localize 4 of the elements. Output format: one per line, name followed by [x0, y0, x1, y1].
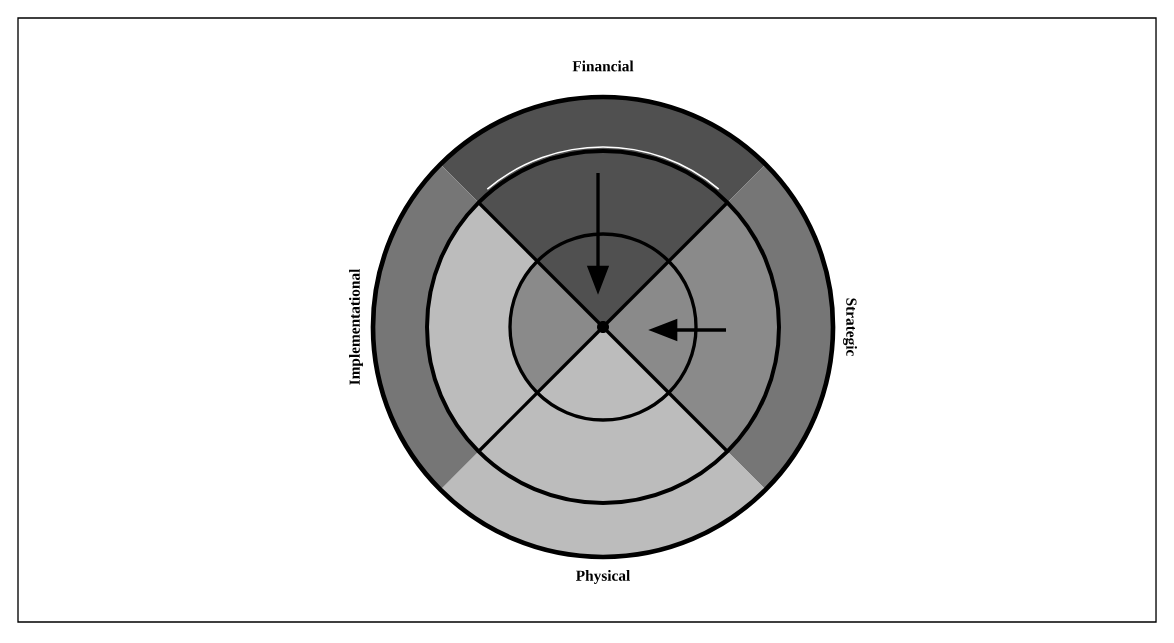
- section-label: Strategic: [843, 298, 858, 356]
- section-label: Physical: [576, 570, 630, 584]
- section-label: Implementational: [349, 268, 363, 385]
- section-label: Financial: [572, 60, 634, 72]
